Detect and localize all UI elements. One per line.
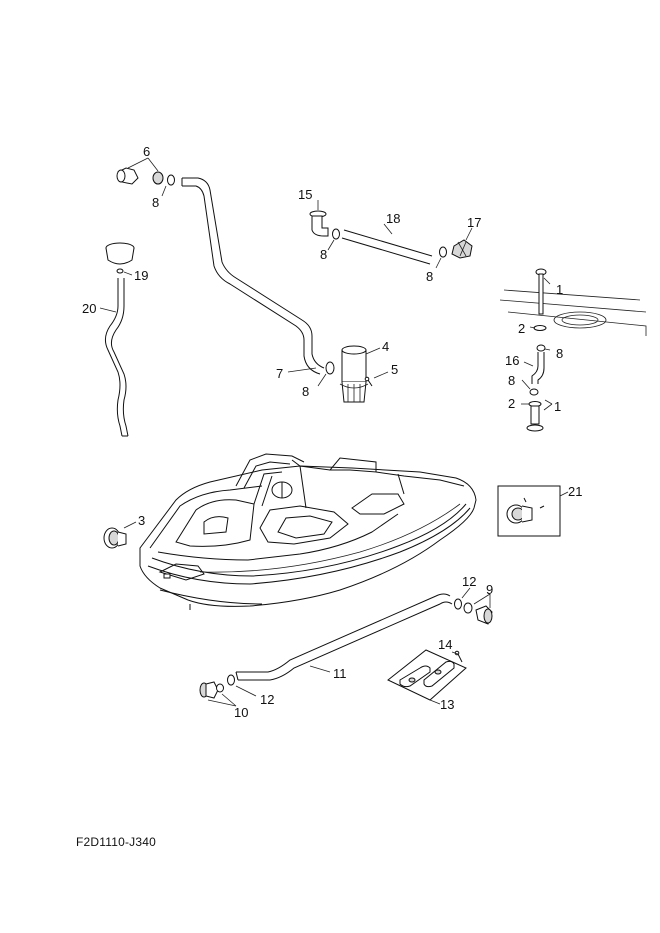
label-19: 19 xyxy=(134,268,148,283)
label-2: 2 xyxy=(508,396,515,411)
clamp-part-12b xyxy=(227,674,235,686)
fitting-part-17 xyxy=(451,239,473,259)
strainer-part-4 xyxy=(339,345,369,403)
drain-part-10 xyxy=(199,681,224,699)
inset-part-21 xyxy=(497,485,561,537)
label-8: 8 xyxy=(426,269,433,284)
label-5: 5 xyxy=(391,362,398,377)
clamp-part-8e xyxy=(529,388,539,396)
label-8: 8 xyxy=(320,247,327,262)
part-labels: 6 8 15 18 17 8 8 19 20 1 2 4 8 16 7 5 8 … xyxy=(82,144,582,720)
label-18: 18 xyxy=(386,211,400,226)
label-8: 8 xyxy=(152,195,159,210)
clamp-part-12a xyxy=(454,598,462,610)
clamp-part-8 xyxy=(325,361,335,375)
label-20: 20 xyxy=(82,301,96,316)
label-8: 8 xyxy=(556,346,563,361)
bolt-part-1-top xyxy=(535,268,547,315)
bracket-part-13 xyxy=(387,649,467,701)
label-17: 17 xyxy=(467,215,481,230)
boat-hull xyxy=(139,453,477,610)
label-9: 9 xyxy=(486,582,493,597)
label-15: 15 xyxy=(298,187,312,202)
label-21: 21 xyxy=(568,484,582,499)
filler-cup-part-19 xyxy=(105,242,135,274)
tube-part-11 xyxy=(235,593,453,681)
label-14: 14 xyxy=(438,637,452,652)
label-7: 7 xyxy=(276,366,283,381)
fitting-part-1-bottom xyxy=(526,405,544,432)
label-16: 16 xyxy=(505,353,519,368)
label-2: 2 xyxy=(518,321,525,336)
clamp-part-8b xyxy=(332,228,340,240)
hose-part-20 xyxy=(104,278,129,437)
hose-part-7 xyxy=(181,177,325,375)
label-12: 12 xyxy=(462,574,476,589)
screw-part-5 xyxy=(364,376,373,387)
label-4: 4 xyxy=(382,339,389,354)
label-12: 12 xyxy=(260,692,274,707)
label-11: 11 xyxy=(333,666,347,681)
fitting-part-6 xyxy=(116,167,175,186)
label-1: 1 xyxy=(556,282,563,297)
label-8: 8 xyxy=(302,384,309,399)
drain-part-9 xyxy=(463,602,493,625)
screw-part-14 xyxy=(454,650,463,663)
washer-part-2 xyxy=(533,325,547,331)
hose-part-16 xyxy=(531,352,545,384)
label-6: 6 xyxy=(143,144,150,159)
clamp-part-8c xyxy=(439,246,447,258)
diagram-code: F2D1110-J340 xyxy=(76,835,157,849)
deck-inset-panel xyxy=(499,289,647,336)
plug-part-3 xyxy=(103,527,127,549)
fitting-part-15 xyxy=(309,210,329,237)
clamp-part-8d xyxy=(536,344,546,352)
hose-part-18 xyxy=(341,229,433,265)
label-13: 13 xyxy=(440,697,454,712)
label-8: 8 xyxy=(508,373,515,388)
label-10: 10 xyxy=(234,705,248,720)
label-1: 1 xyxy=(554,399,561,414)
label-3: 3 xyxy=(138,513,145,528)
